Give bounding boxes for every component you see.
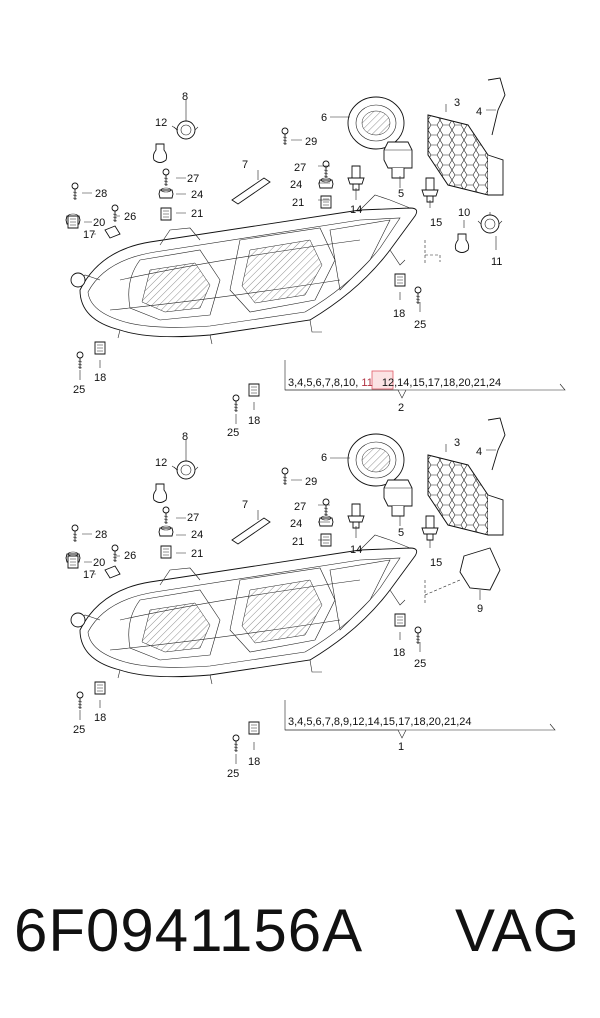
callout-7: 7 [242,159,248,171]
callout-26: 26 [124,211,136,223]
callout-12: 12 [155,117,167,129]
callout-10: 10 [458,207,470,219]
callout-21b: 21 [292,197,304,209]
callout-18b: 18 [94,372,106,384]
callout-14-lower: 14 [350,544,362,556]
range-highlight: 11 [361,377,372,389]
callout-5: 5 [398,188,404,200]
callout-18-lower: 18 [393,647,405,659]
callout-7-lower: 7 [242,499,248,511]
headlight-exploded-diagram: 8 12 6 3 4 29 7 27 24 21 5 28 26 20 17 2… [65,77,566,780]
callout-20-lower: 20 [93,557,105,569]
callout-29-lower: 29 [305,476,317,488]
callout-18c: 18 [248,415,260,427]
callout-14: 14 [350,204,362,216]
callout-24b-lower: 24 [290,518,302,530]
upper-assembly: 8 12 6 3 4 29 7 27 24 21 5 28 26 20 17 2… [65,77,566,439]
callout-21: 21 [191,208,203,220]
highlight-box [371,370,394,390]
callout-4: 4 [476,106,482,118]
callout-21-lower: 21 [191,548,203,560]
callout-18: 18 [393,308,405,320]
callout-6: 6 [321,112,327,124]
range-list-lower: 3,4,5,6,7,8,9,12,14,15,17,18,20,21,24 [288,716,472,728]
callout-8: 8 [182,91,188,103]
callout-5-lower: 5 [398,527,404,539]
lower-assembly: 8 12 6 3 4 29 7 27 24 21 5 28 26 20 17 2… [65,417,556,780]
assembly-number-upper: 2 [398,402,404,414]
callout-11: 11 [491,256,502,268]
range-list-upper: 3,4,5,6,7,8,10, 11 12,14,15,17,18,20,21,… [288,377,501,389]
callout-20: 20 [93,217,105,229]
callout-28-lower: 28 [95,529,107,541]
callout-9-lower: 9 [477,603,483,615]
callout-25c: 25 [227,427,239,439]
callout-27-lower: 27 [187,512,199,524]
callout-17: 17 [83,229,95,241]
callout-26-lower: 26 [124,550,136,562]
callout-4-lower: 4 [476,446,482,458]
callout-25: 25 [414,319,426,331]
callout-24: 24 [191,189,203,201]
callout-27b: 27 [294,162,306,174]
callout-8-lower: 8 [182,431,188,443]
callout-24-lower: 24 [191,529,203,541]
brand-label: VAG [455,897,581,964]
callout-27b-lower: 27 [294,501,306,513]
callout-24b: 24 [290,179,302,191]
callout-28: 28 [95,188,107,200]
callout-18b-lower: 18 [94,712,106,724]
callout-15: 15 [430,217,442,229]
callout-21b-lower: 21 [292,536,304,548]
callout-12-lower: 12 [155,457,167,469]
callout-25c-lower: 25 [227,768,239,780]
callout-15-lower: 15 [430,557,442,569]
range-suffix: 12,14,15,17,18,20,21,24 [382,377,501,389]
assembly-number-lower: 1 [398,741,404,753]
part-number: 6F0941156A [14,897,364,964]
callout-3-lower: 3 [454,437,460,449]
callout-25b-lower: 25 [73,724,85,736]
callout-6-lower: 6 [321,452,327,464]
callout-25-lower: 25 [414,658,426,670]
callout-25b: 25 [73,384,85,396]
callout-29: 29 [305,136,317,148]
callout-3: 3 [454,97,460,109]
callout-17-lower: 17 [83,569,95,581]
range-prefix: 3,4,5,6,7,8,10, [288,377,358,389]
callout-18c-lower: 18 [248,756,260,768]
callout-27: 27 [187,173,199,185]
